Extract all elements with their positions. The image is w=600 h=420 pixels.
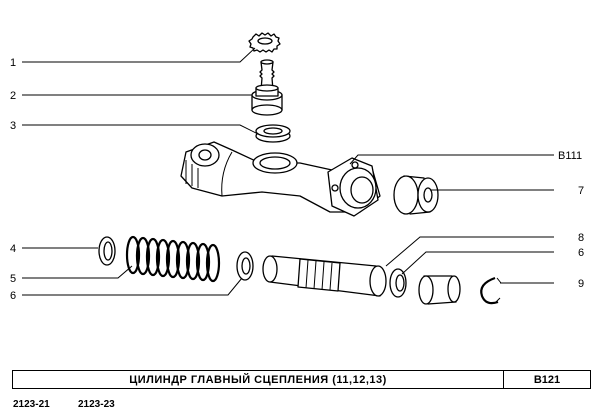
- diagram-code: B121: [533, 373, 561, 386]
- lock-washer-part-1: [248, 32, 281, 53]
- callout-5: 5: [10, 273, 16, 285]
- callout-b111: B111: [558, 150, 582, 162]
- callout-6-right: 6: [578, 247, 584, 259]
- ring-seal-part-4: [98, 236, 116, 266]
- callout-9: 9: [578, 278, 584, 290]
- callout-1: 1: [10, 57, 16, 69]
- cup-seal-part-6-left: [236, 251, 254, 281]
- union-fitting-part-2: [251, 59, 283, 116]
- callout-7: 7: [578, 185, 584, 197]
- piston-part-8: [262, 255, 387, 297]
- diagram-title: ЦИЛИНДР ГЛАВНЫЙ СЦЕПЛЕНИЯ (11,12,13): [13, 371, 504, 388]
- callout-2: 2: [10, 90, 16, 102]
- plunger-sleeve: [418, 275, 461, 305]
- leader-lines: [22, 47, 554, 296]
- callout-4: 4: [10, 243, 16, 255]
- model-code-1: 2123-21: [13, 399, 50, 410]
- return-spring-part-5: [125, 235, 221, 283]
- title-block: ЦИЛИНДР ГЛАВНЫЙ СЦЕПЛЕНИЯ (11,12,13) B12…: [12, 370, 591, 389]
- callout-8: 8: [578, 232, 584, 244]
- cylinder-body-b111: [180, 141, 381, 217]
- model-code-2: 2123-23: [78, 399, 115, 410]
- dust-boot-part-7: [393, 175, 439, 215]
- cup-seal-part-6-right: [389, 268, 407, 298]
- callout-6-left: 6: [10, 290, 16, 302]
- circlip-part-9: [480, 276, 502, 305]
- seal-washer-part-3: [255, 124, 291, 143]
- callout-3: 3: [10, 120, 16, 132]
- callout-labels: 1 2 3 4 5 6 B111 7 8 6 9: [10, 57, 584, 302]
